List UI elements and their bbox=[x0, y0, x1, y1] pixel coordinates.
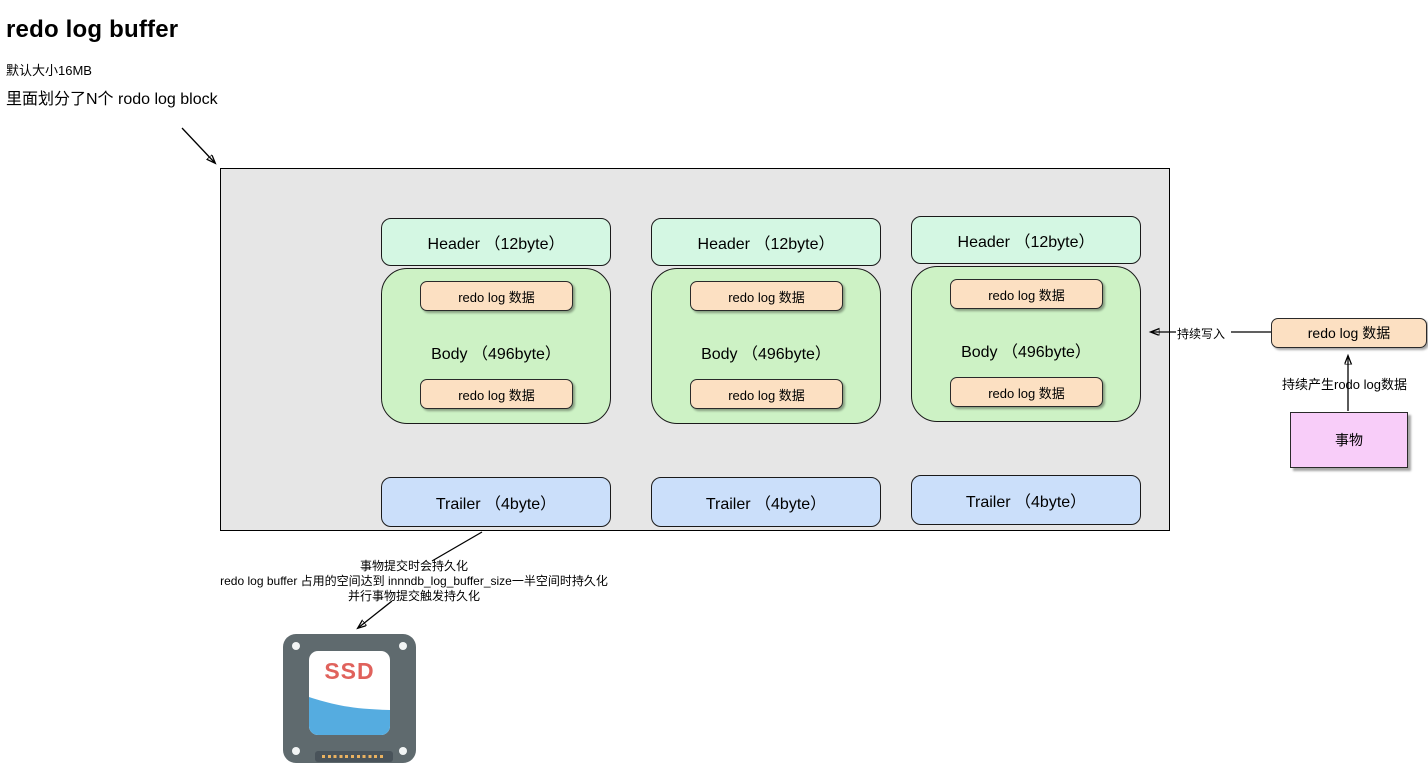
redo-log-data-chip: redo log 数据 bbox=[690, 281, 843, 311]
persist-condition-3: 并行事物提交触发持久化 bbox=[347, 589, 480, 603]
screw-icon bbox=[292, 747, 300, 755]
redo-log-data-chip: redo log 数据 bbox=[420, 379, 573, 409]
arrow-persist-to-ssd bbox=[358, 600, 393, 628]
screw-icon bbox=[399, 747, 407, 755]
incoming-redo-log-data-box: redo log 数据 bbox=[1271, 318, 1427, 348]
redo-log-buffer-box: Header （12byte） redo log 数据 Body （496byt… bbox=[220, 168, 1170, 531]
block-header: Header （12byte） bbox=[381, 218, 611, 266]
block-body: redo log 数据 Body （496byte） redo log 数据 bbox=[651, 268, 881, 424]
block-trailer: Trailer （4byte） bbox=[911, 475, 1141, 525]
redo-log-data-chip: redo log 数据 bbox=[690, 379, 843, 409]
block-header: Header （12byte） bbox=[651, 218, 881, 266]
ssd-disk-icon: SSD bbox=[283, 634, 416, 763]
block-trailer: Trailer （4byte） bbox=[651, 477, 881, 527]
redo-log-block-2: Header （12byte） redo log 数据 Body （496byt… bbox=[651, 218, 881, 527]
ssd-label: SSD bbox=[324, 658, 375, 684]
screw-icon bbox=[292, 642, 300, 650]
redo-log-data-chip: redo log 数据 bbox=[420, 281, 573, 311]
block-body-label: Body （496byte） bbox=[701, 346, 831, 363]
note-block-division: 里面划分了N个 rodo log block bbox=[6, 91, 218, 108]
ssd-label-card: SSD bbox=[309, 651, 390, 735]
page-title: redo log buffer bbox=[6, 16, 179, 43]
redo-log-data-chip: redo log 数据 bbox=[950, 377, 1103, 407]
redo-log-block-1: Header （12byte） redo log 数据 Body （496byt… bbox=[381, 218, 611, 527]
note-default-size: 默认大小16MB bbox=[6, 63, 92, 78]
block-body-label: Body （496byte） bbox=[431, 346, 561, 363]
block-body: redo log 数据 Body （496byte） redo log 数据 bbox=[381, 268, 611, 424]
persist-condition-1: 事物提交时会持久化 bbox=[359, 559, 468, 573]
screw-icon bbox=[399, 642, 407, 650]
ssd-wave-graphic bbox=[309, 697, 390, 735]
block-body-label: Body （496byte） bbox=[961, 344, 1091, 361]
arrow-note-to-buffer bbox=[181, 127, 215, 163]
redo-log-data-chip: redo log 数据 bbox=[950, 279, 1103, 309]
ssd-connector bbox=[315, 751, 393, 762]
ssd-connector-pins bbox=[322, 755, 386, 758]
block-header: Header （12byte） bbox=[911, 216, 1141, 264]
redo-log-block-3: Header （12byte） redo log 数据 Body （496byt… bbox=[911, 216, 1141, 525]
line-buffer-to-persist-text bbox=[431, 531, 483, 562]
continuous-write-label: 持续写入 bbox=[1177, 327, 1226, 341]
transaction-box: 事物 bbox=[1290, 412, 1408, 468]
persist-condition-2: redo log buffer 占用的空间达到 innndb_log_buffe… bbox=[220, 574, 608, 588]
block-trailer: Trailer （4byte） bbox=[381, 477, 611, 527]
block-body: redo log 数据 Body （496byte） redo log 数据 bbox=[911, 266, 1141, 422]
persist-conditions-text: 事物提交时会持久化 redo log buffer 占用的空间达到 innndb… bbox=[214, 559, 614, 604]
produce-redo-log-label: 持续产生rodo log数据 bbox=[1282, 377, 1407, 392]
